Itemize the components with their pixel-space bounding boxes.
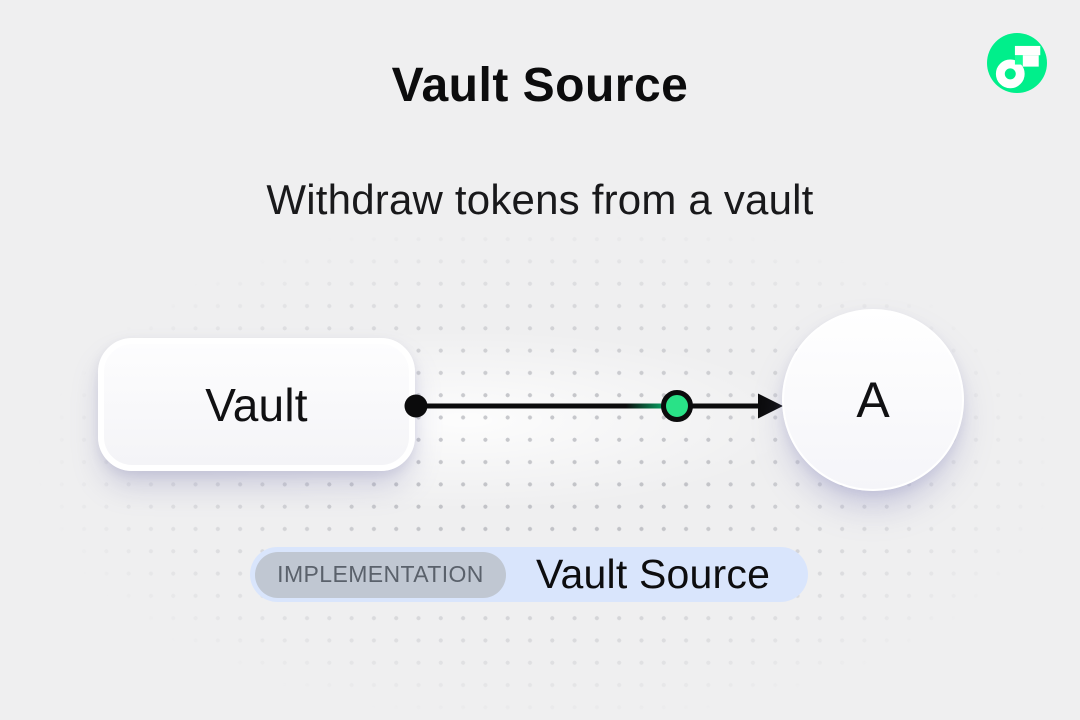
arrowhead-icon (758, 393, 783, 419)
vault-node-label: Vault (205, 378, 308, 431)
vault-node: Vault (98, 338, 415, 471)
source-dot (404, 394, 428, 418)
account-node-label: A (856, 372, 890, 428)
implementation-label: Vault Source (536, 551, 771, 597)
connector-arrow (402, 380, 794, 437)
connector-green-segment (626, 403, 662, 409)
page-title: Vault Source (391, 59, 689, 112)
account-node: A (782, 309, 964, 491)
page-subtitle: Withdraw tokens from a vault (266, 176, 814, 223)
implementation-tag: IMPLEMENTATION (255, 551, 506, 598)
token-dot (661, 390, 693, 422)
flow-logo-icon (987, 33, 1047, 93)
implementation-badge: IMPLEMENTATION Vault Source (250, 547, 808, 602)
